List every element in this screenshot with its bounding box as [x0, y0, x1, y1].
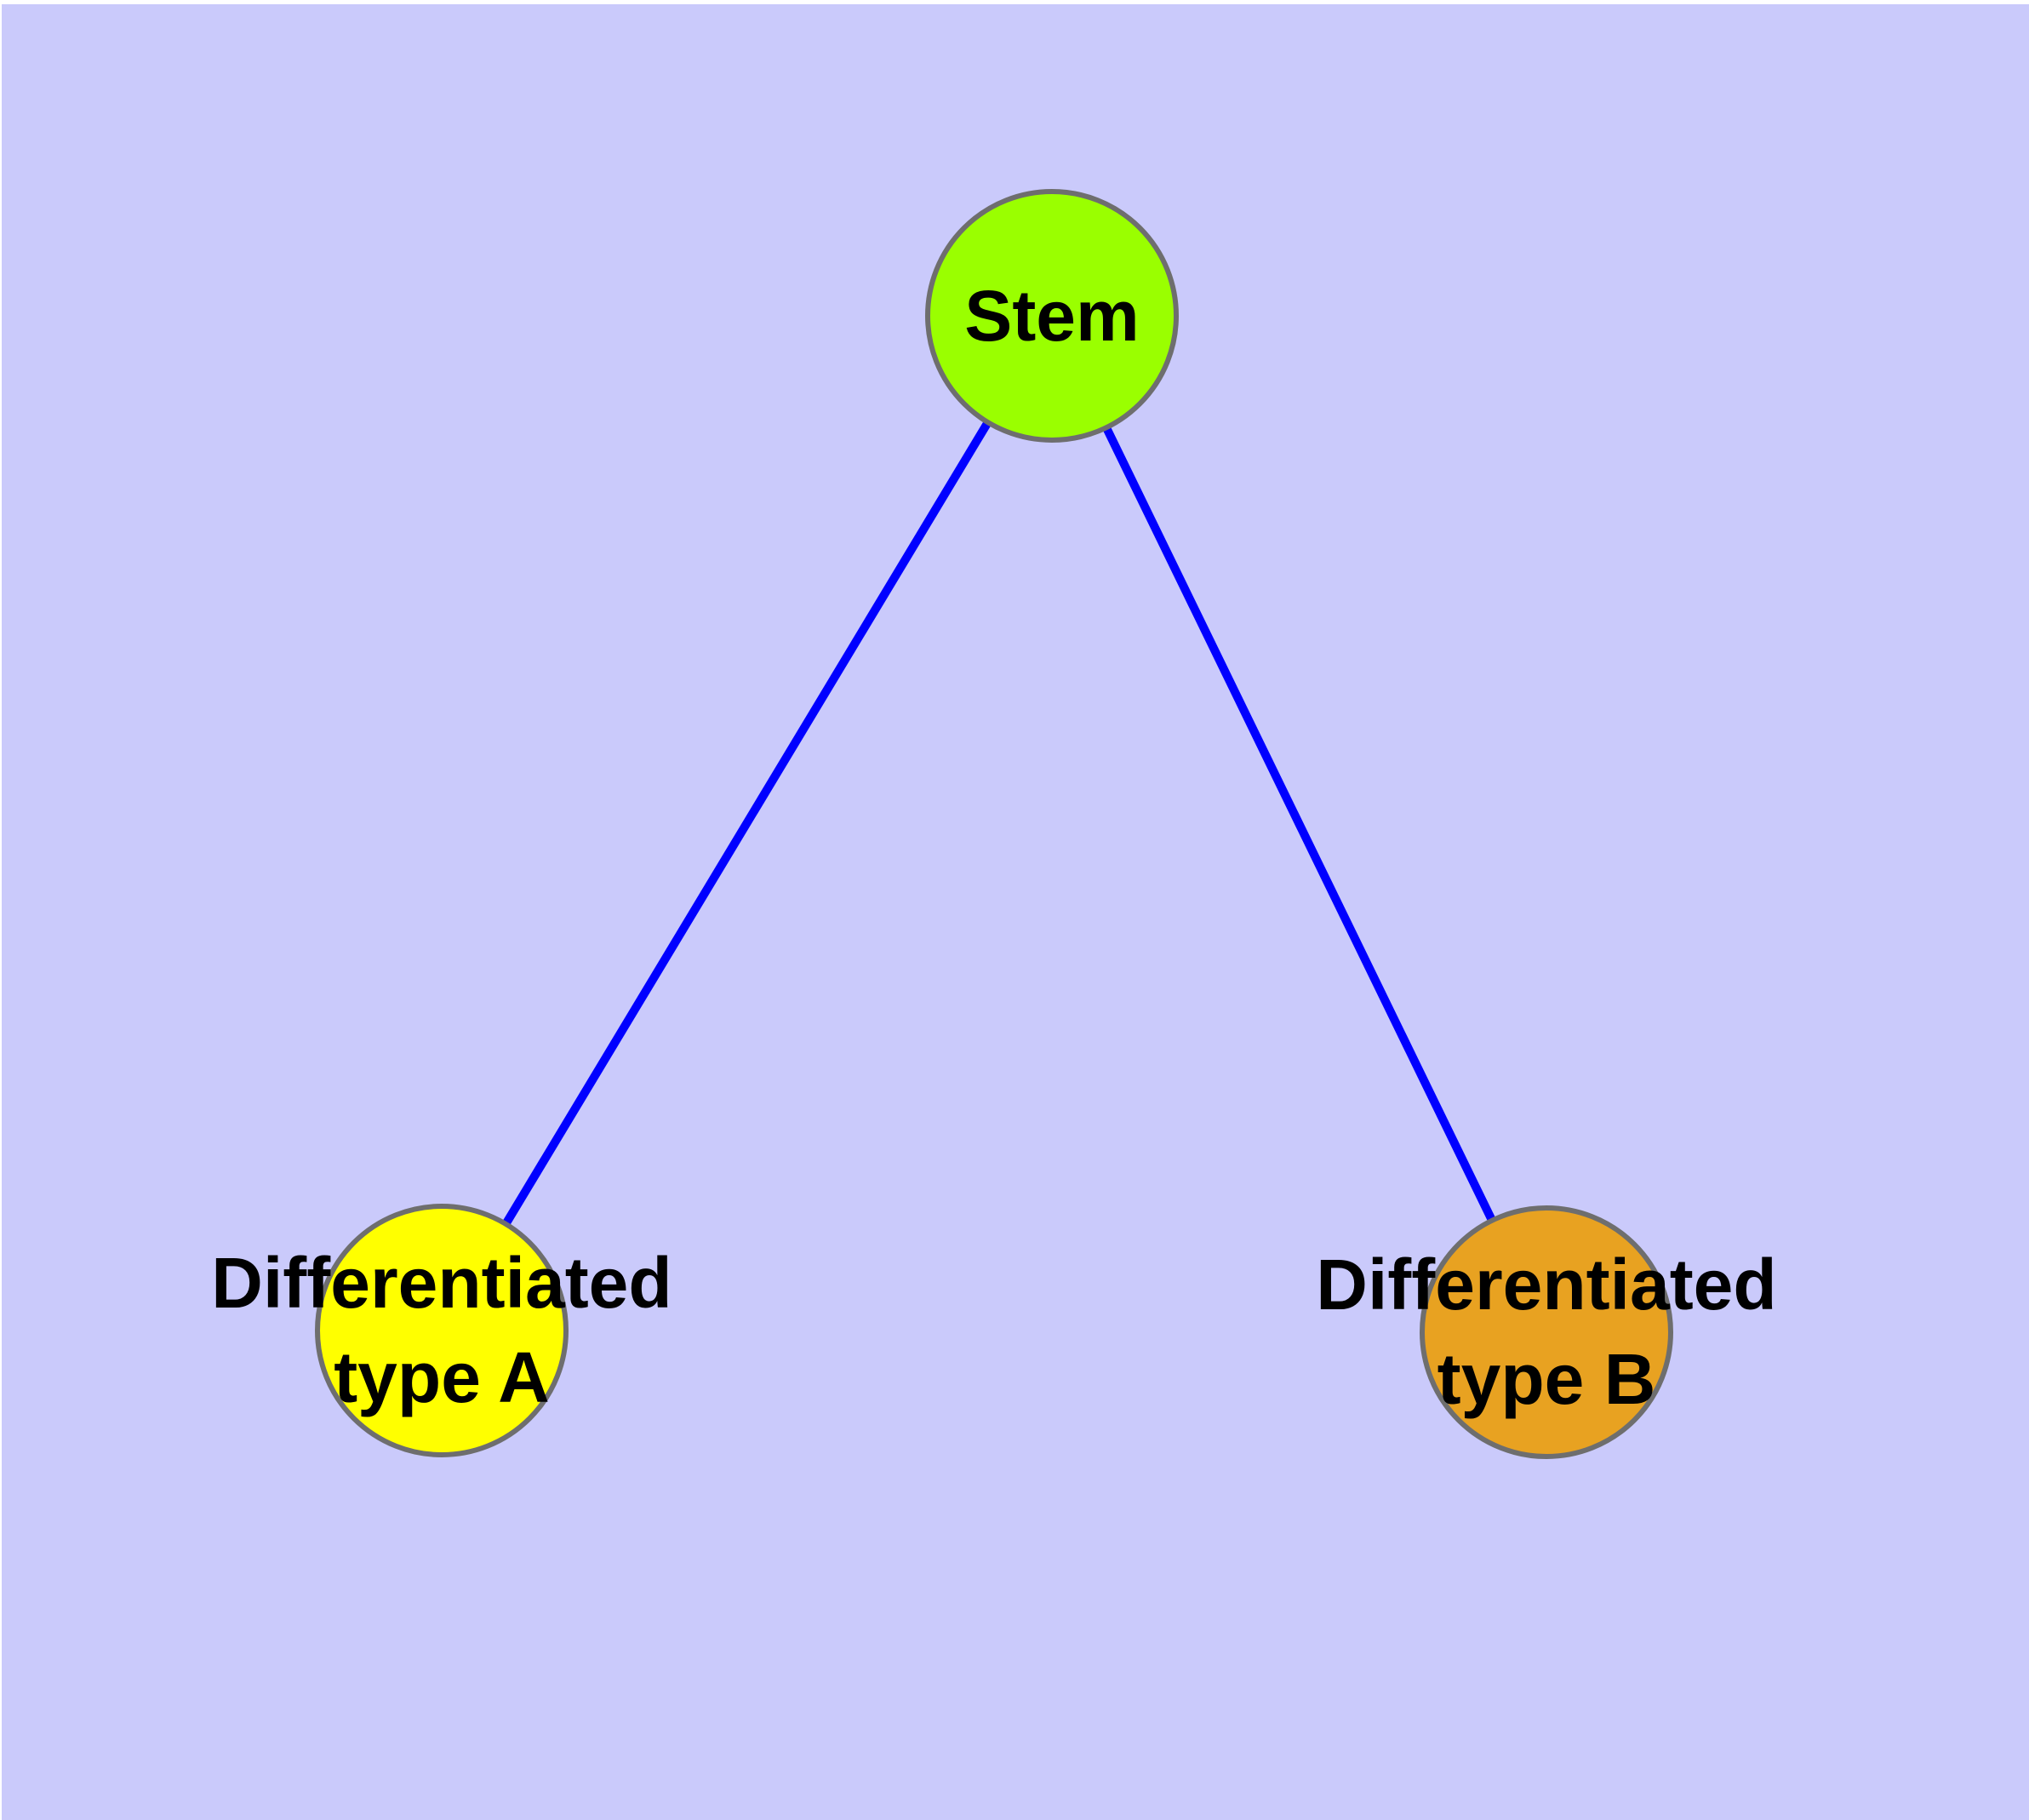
node-differentiated-type-b: Differentiated type B — [1316, 1205, 1777, 1459]
edge-layer — [437, 313, 1551, 1335]
node-differentiated-type-b-label: Differentiated type B — [1316, 1245, 1777, 1419]
node-differentiated-type-a-label: Differentiated type A — [211, 1243, 672, 1417]
node-stem: Stem — [925, 189, 1179, 443]
node-differentiated-type-a: Differentiated type A — [211, 1204, 672, 1457]
edge-stem-to-type-b — [1048, 313, 1551, 1335]
edge-stem-to-type-a — [437, 313, 1056, 1333]
node-stem-label: Stem — [964, 275, 1140, 356]
diagram-canvas: Stem Differentiated type A Differentiate… — [2, 4, 2029, 1820]
